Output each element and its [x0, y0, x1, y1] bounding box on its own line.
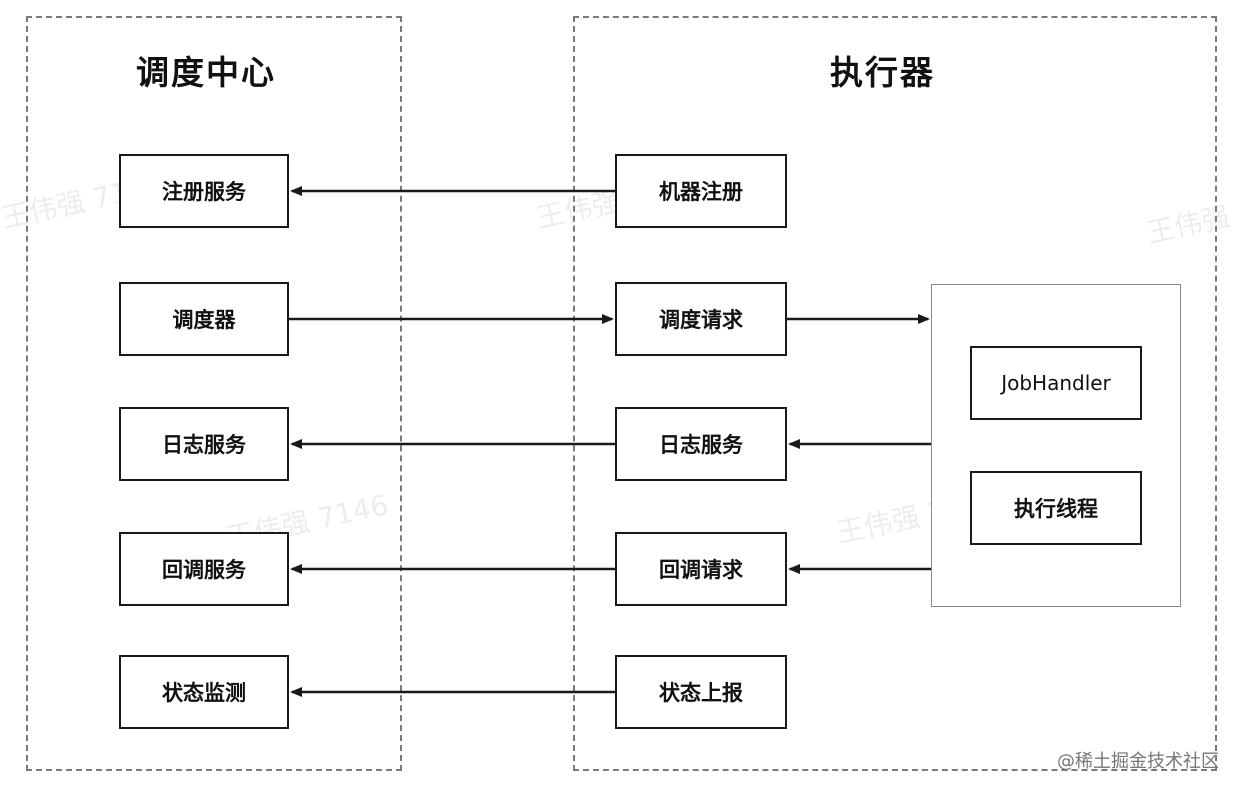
status-monitor-node: 状态监测: [119, 655, 289, 729]
exec-thread-node: 执行线程: [970, 471, 1142, 545]
callback-request-node: 回调请求: [615, 532, 787, 606]
log-service-node-executor: 日志服务: [615, 407, 787, 481]
footer-watermark: @稀土掘金技术社区: [1057, 751, 1219, 772]
status-report-node: 状态上报: [615, 655, 787, 729]
callback-service-node: 回调服务: [119, 532, 289, 606]
machine-register-node: 机器注册: [615, 154, 787, 228]
schedule-request-node: 调度请求: [615, 282, 787, 356]
register-service-node: 注册服务: [119, 154, 289, 228]
executor-group: [573, 16, 1217, 771]
job-handler-node: JobHandler: [970, 346, 1142, 420]
executor-title: 执行器: [830, 53, 935, 92]
scheduler-center-title: 调度中心: [136, 53, 276, 92]
scheduler-center-group: [26, 16, 402, 771]
executor-container-box: [931, 284, 1181, 607]
scheduler-node: 调度器: [119, 282, 289, 356]
log-service-node-left: 日志服务: [119, 407, 289, 481]
